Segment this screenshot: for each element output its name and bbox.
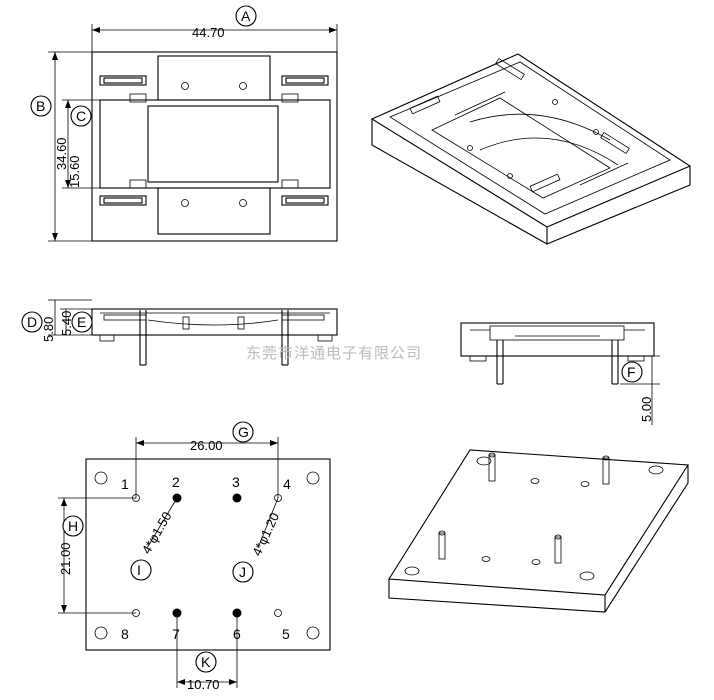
label-i: I bbox=[137, 562, 141, 578]
pin-label-2: 2 bbox=[172, 474, 180, 490]
pin-label-1: 1 bbox=[121, 476, 129, 492]
side-view: 5.80 5.40 D E bbox=[21, 299, 338, 366]
dim-side-total: 5.80 bbox=[41, 317, 56, 342]
isometric-top-view bbox=[370, 53, 692, 245]
dim-top-width: 44.70 bbox=[192, 25, 225, 40]
pin-label-3: 3 bbox=[232, 474, 240, 490]
label-e: E bbox=[77, 314, 86, 330]
pin-label-5: 5 bbox=[282, 626, 290, 642]
label-c: C bbox=[76, 108, 86, 124]
top-view: 44.70 A B 34.60 C 15.60 bbox=[30, 5, 338, 242]
pin-label-7: 7 bbox=[172, 626, 180, 642]
label-f: F bbox=[627, 364, 636, 380]
label-h: H bbox=[68, 518, 78, 534]
isometric-bottom-view bbox=[388, 449, 689, 613]
label-d: D bbox=[27, 314, 37, 330]
callout-hole-small: 4*φ1.20 bbox=[249, 510, 282, 558]
watermark: 东莞市洋通电子有限公司 bbox=[246, 345, 422, 362]
pin-label-4: 4 bbox=[283, 476, 291, 492]
dim-bottom-span-x: 26.00 bbox=[190, 438, 223, 453]
dim-top-inner-height: 15.60 bbox=[67, 155, 82, 188]
end-view: F 5.00 bbox=[460, 322, 660, 425]
label-k: K bbox=[201, 654, 211, 670]
label-j: J bbox=[239, 564, 246, 580]
dim-pin-length: 5.00 bbox=[639, 397, 654, 422]
label-b: B bbox=[36, 98, 45, 114]
callout-hole-large: 4*φ1.50 bbox=[139, 509, 175, 556]
label-g: G bbox=[238, 424, 249, 440]
bottom-view: 1 2 3 4 5 6 7 8 4*φ1.50 4*φ1.20 I J 26.0… bbox=[58, 421, 331, 692]
dim-bottom-span-y: 21.00 bbox=[58, 542, 73, 575]
dim-top-height: 34.60 bbox=[54, 137, 69, 170]
dim-bottom-span-x-inner: 10.70 bbox=[187, 677, 220, 692]
pin-label-8: 8 bbox=[121, 626, 129, 642]
label-a: A bbox=[241, 8, 251, 24]
dim-side-body: 5.40 bbox=[59, 311, 74, 336]
